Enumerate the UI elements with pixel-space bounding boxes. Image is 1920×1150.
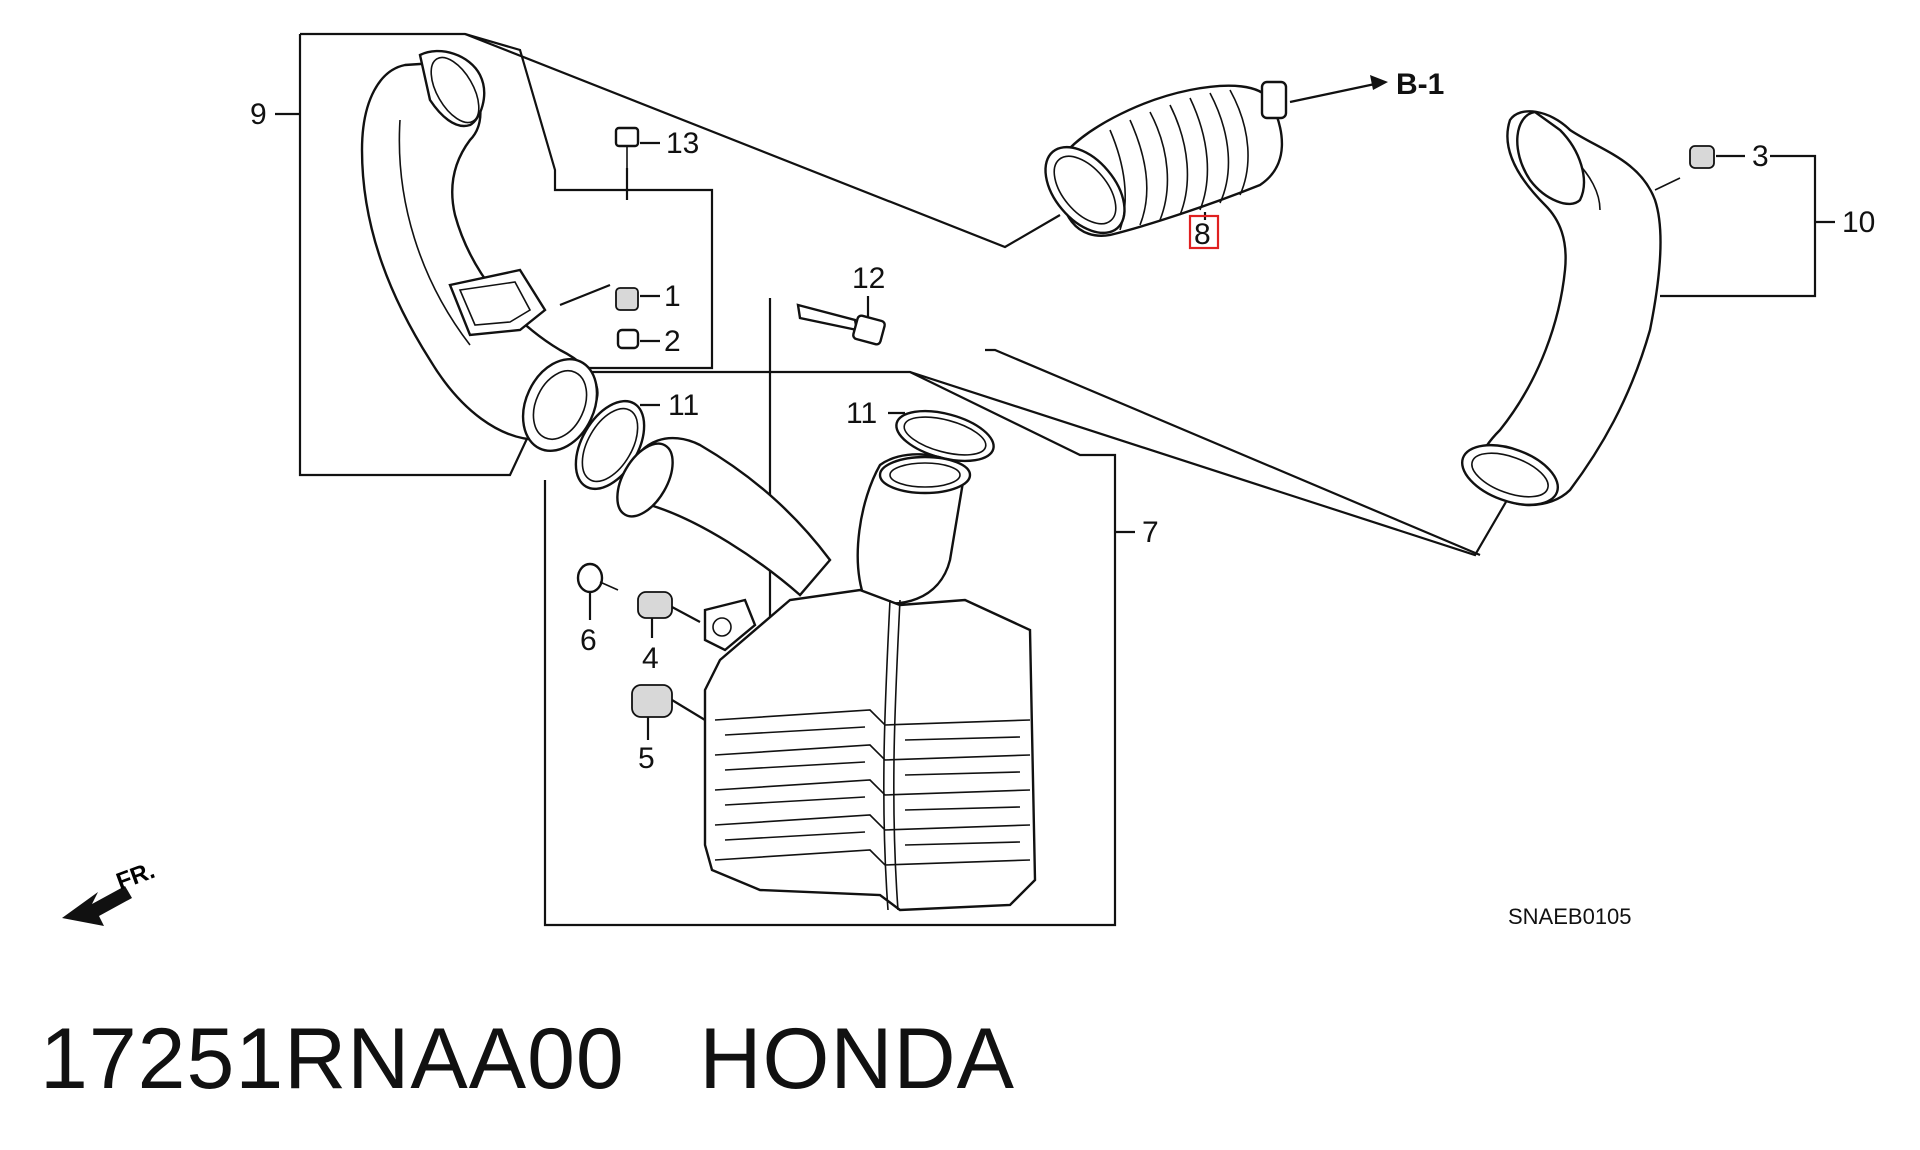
part-10-air-pipe [1460, 110, 1681, 507]
callout-7: 7 [1142, 516, 1159, 549]
callout-2: 2 [664, 325, 681, 358]
callout-11-left: 11 [668, 389, 699, 422]
part-13-bolt [614, 126, 660, 200]
callout-9: 9 [250, 98, 267, 131]
b1-arrow [1289, 75, 1388, 104]
callout-6: 6 [580, 624, 597, 657]
part-11-o-ring-right [888, 409, 995, 463]
part-2-nut [616, 328, 660, 350]
part-number-caption: 17251RNAA00 HONDA [40, 1011, 1015, 1107]
part-8-highlight-box [1188, 214, 1220, 250]
part-3-nut [1689, 145, 1745, 169]
part-7-resonator [616, 436, 1037, 912]
front-direction-arrow: FR. [62, 857, 158, 926]
part-5-grommet [631, 684, 706, 740]
callout-1: 1 [664, 280, 681, 313]
callout-4: 4 [642, 642, 659, 675]
callout-3: 3 [1752, 140, 1769, 173]
part-8-hose [1044, 80, 1288, 250]
callout-8: 8 [1194, 218, 1211, 251]
callout-12: 12 [852, 262, 885, 295]
callout-13: 13 [666, 127, 699, 160]
callout-5: 5 [638, 742, 655, 775]
front-direction-label: FR. [113, 857, 159, 896]
part-1-grommet [559, 283, 660, 311]
part-6-bolt [576, 562, 619, 620]
callout-10: 10 [1842, 206, 1875, 239]
callout-11-right: 11 [846, 397, 877, 430]
b1-reference-label: B-1 [1396, 68, 1444, 101]
diagram-code: SNAEB0105 [1508, 904, 1632, 929]
part-4-collar [637, 591, 701, 638]
part-9-intake-pipe [360, 49, 599, 453]
part-12-bolt [796, 296, 886, 346]
